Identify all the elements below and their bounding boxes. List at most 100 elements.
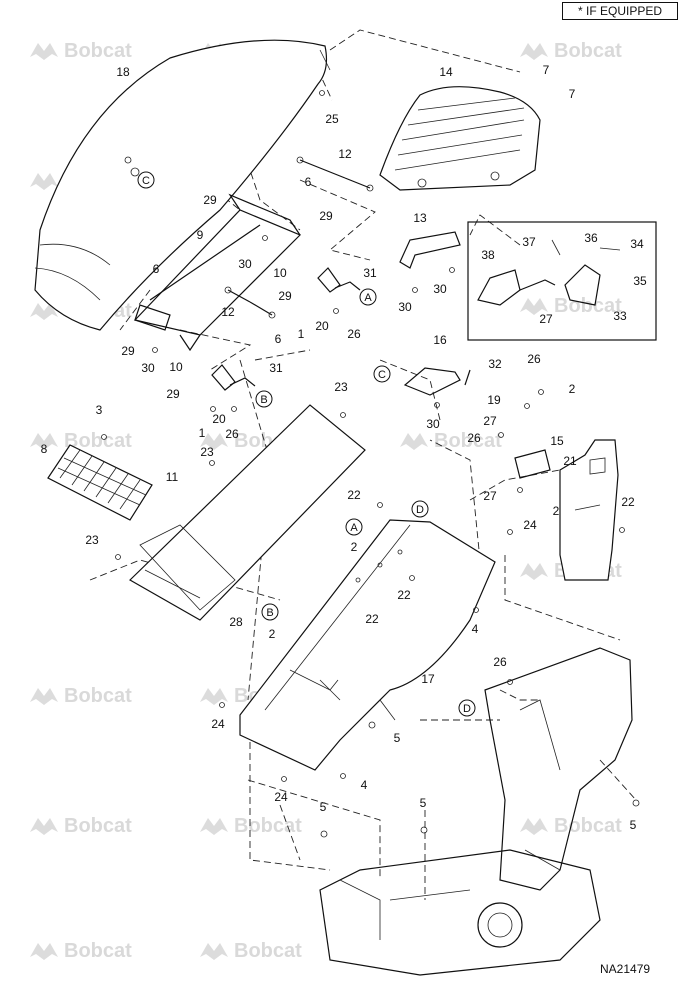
part-number-label: 2 [569, 382, 576, 396]
bracket-part-10-upper [317, 267, 361, 293]
bracket-part-15 [514, 449, 551, 479]
part-number-label: 12 [221, 305, 235, 319]
part-number-label: 23 [200, 445, 214, 459]
part-number-label: 20 [212, 412, 226, 426]
bobcat-logo-icon [30, 818, 58, 835]
gas-strut-part-12-lower [224, 286, 276, 319]
part-number-label: 19 [487, 393, 501, 407]
bobcat-watermark: Bobcat [554, 295, 622, 317]
grille-part-14 [379, 86, 541, 191]
callout-letter: D [416, 504, 424, 516]
callout-letter: A [364, 292, 372, 304]
part-number-label: 23 [334, 380, 348, 394]
view-callout-d: D [458, 699, 476, 717]
bracket-part-10-lower [211, 364, 256, 391]
callout-letter: B [260, 394, 267, 406]
part-number-label: 22 [347, 488, 361, 502]
callout-letter: C [378, 369, 386, 381]
side-plate-part-21 [559, 439, 619, 581]
part-number-label: 6 [305, 175, 312, 189]
bobcat-logo-icon [520, 818, 548, 835]
part-number-label: 27 [483, 489, 497, 503]
callout-letter: B [266, 607, 273, 619]
callout-circle [345, 518, 363, 536]
part-number-label: 22 [397, 588, 411, 602]
part-number-label: 29 [278, 289, 292, 303]
callout-circle [137, 171, 155, 189]
part-number-label: 30 [426, 417, 440, 431]
part-number-label: 30 [141, 361, 155, 375]
part-number-label: 6 [275, 332, 282, 346]
part-number-label: 5 [420, 796, 427, 810]
panel-part-11 [129, 404, 366, 621]
part-number-label: 5 [320, 800, 327, 814]
part-number-label: 38 [481, 248, 495, 262]
part-number-label: 30 [398, 300, 412, 314]
part-number-label: 22 [621, 495, 635, 509]
part-number-label: 4 [472, 622, 479, 636]
bobcat-logo-icon [200, 433, 228, 450]
hardware-fasteners [101, 90, 640, 838]
part-number-label: 7 [543, 63, 550, 77]
part-number-label: 27 [483, 414, 497, 428]
part-number-label: 18 [116, 65, 130, 79]
callout-circle [411, 500, 429, 518]
part-number-label: 34 [630, 237, 644, 251]
bobcat-watermark: Bobcat [64, 430, 132, 452]
main-frame-assembly [319, 647, 633, 976]
bobcat-logo-icon [520, 298, 548, 315]
part-number-label: 27 [539, 312, 553, 326]
part-number-label: 26 [467, 431, 481, 445]
rear-grille-part-8 [47, 444, 153, 521]
view-callout-b: B [255, 390, 273, 408]
callout-letter: D [463, 703, 471, 715]
part-number-label: 5 [630, 818, 637, 832]
bobcat-logo-icon [30, 433, 58, 450]
view-callout-a: A [345, 518, 363, 536]
bobcat-logo-icon [400, 433, 428, 450]
part-number-label: 10 [169, 360, 183, 374]
callout-circle [359, 288, 377, 306]
part-number-label: 22 [365, 612, 379, 626]
part-number-label: 35 [633, 274, 647, 288]
part-number-label: 36 [584, 231, 598, 245]
bobcat-logo-icon [200, 818, 228, 835]
part-number-label: 10 [273, 266, 287, 280]
optional-parts-inset [467, 221, 657, 341]
callout-circle [458, 699, 476, 717]
part-number-label: 17 [421, 672, 435, 686]
part-number-label: 28 [229, 615, 243, 629]
bobcat-logo-icon [30, 943, 58, 960]
drawing-number: NA21479 [600, 962, 651, 976]
view-callout-d: D [411, 500, 429, 518]
legend-text: IF EQUIPPED [586, 4, 663, 18]
callout-letter: A [350, 522, 358, 534]
part-number-label: 33 [613, 309, 627, 323]
bobcat-watermark: Bobcat [64, 815, 132, 837]
bobcat-watermark: Bobcat [234, 815, 302, 837]
legend-star-icon: * [577, 4, 583, 18]
part-number-label: 32 [488, 357, 502, 371]
gas-strut-part-12-upper [296, 156, 374, 192]
part-number-label: 29 [319, 209, 333, 223]
bobcat-logo-icon [200, 943, 228, 960]
part-number-label: 3 [96, 403, 103, 417]
part-number-label: 6 [153, 262, 160, 276]
part-number-label: 1 [298, 327, 305, 341]
latch-part-16 [403, 367, 471, 396]
callout-circle [255, 390, 273, 408]
bobcat-watermark: Bobcat [434, 430, 502, 452]
part-number-label: 2 [351, 540, 358, 554]
part-number-label: 2 [269, 627, 276, 641]
view-callout-b: B [261, 603, 279, 621]
if-equipped-legend: * IF EQUIPPED [562, 2, 678, 20]
part-number-label: 9 [197, 228, 204, 242]
part-number-label: 30 [238, 257, 252, 271]
part-number-label: 29 [203, 193, 217, 207]
bobcat-logo-icon [520, 563, 548, 580]
part-number-label: 26 [347, 327, 361, 341]
part-number-label: 25 [325, 112, 339, 126]
